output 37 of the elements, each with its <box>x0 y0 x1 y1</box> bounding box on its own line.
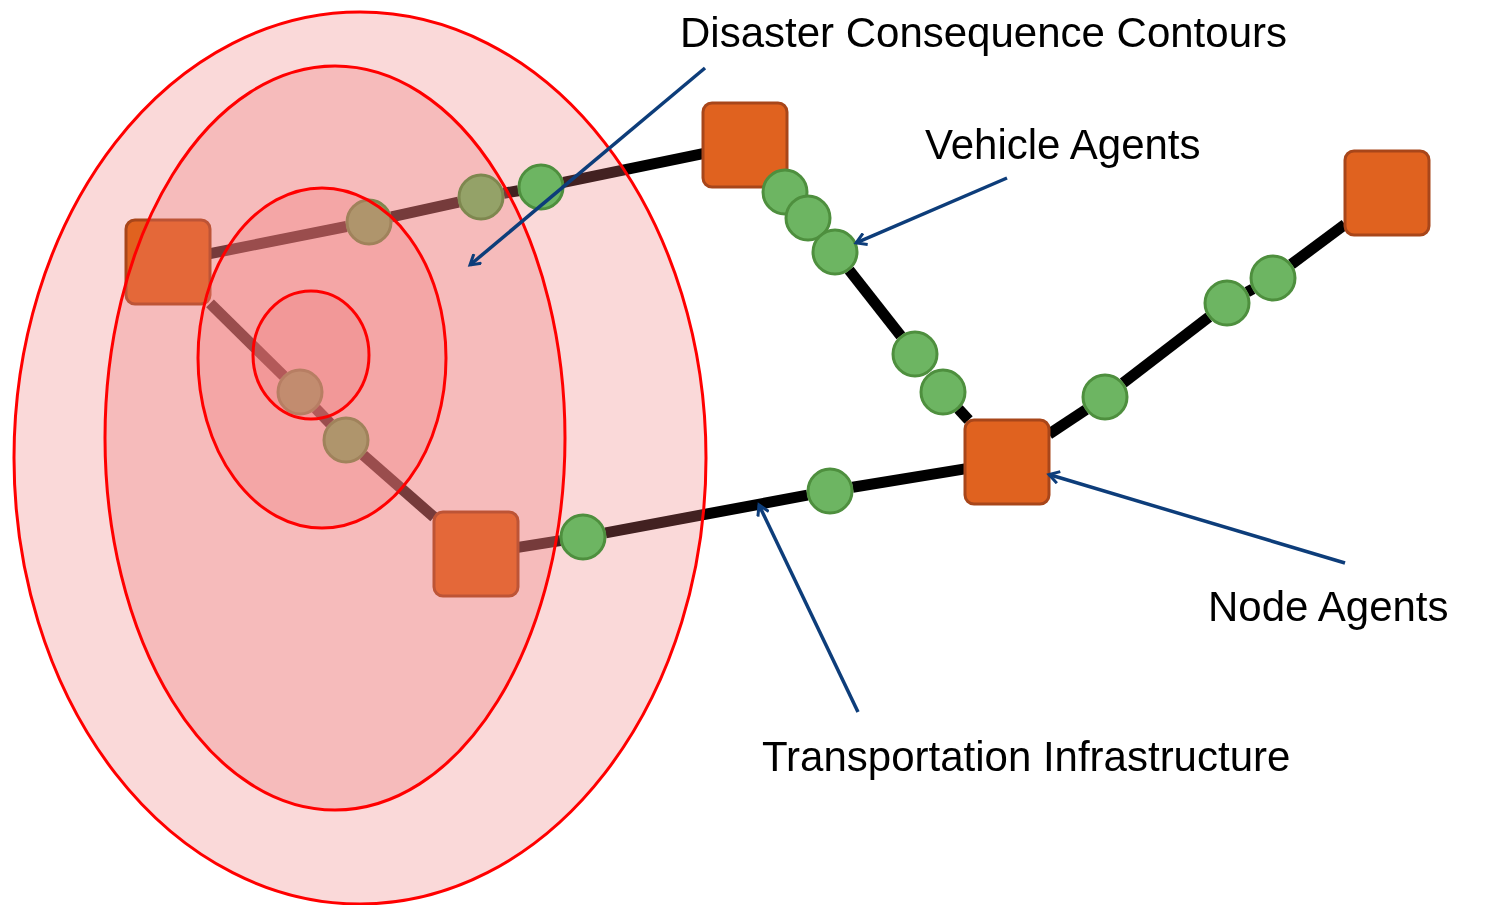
vehicle-dot <box>811 228 859 276</box>
vehicle-dot <box>806 467 854 515</box>
vehicle-dot <box>1249 254 1297 302</box>
node-square <box>432 510 520 598</box>
node-square <box>701 101 789 189</box>
leader-line <box>1047 470 1346 565</box>
vehicle-dot <box>559 513 607 561</box>
leader-line <box>854 176 1008 246</box>
vehicle-dot <box>891 330 939 378</box>
callout-label: Node Agents <box>1208 582 1449 632</box>
road-line <box>1119 312 1213 388</box>
road-line <box>844 266 906 340</box>
vehicle-dot <box>322 416 370 464</box>
road-line <box>851 463 966 493</box>
callout-label: Transportation Infrastructure <box>762 732 1291 782</box>
road-line <box>1244 284 1256 297</box>
road-line <box>604 489 809 539</box>
callout-label: Disaster Consequence Contours <box>680 8 1287 58</box>
vehicle-dot <box>784 194 832 242</box>
vehicle-dot <box>1081 373 1129 421</box>
vehicle-dot <box>345 198 393 246</box>
callout-label: Vehicle Agents <box>925 120 1201 170</box>
vehicle-dot <box>517 163 565 211</box>
vehicle-dot <box>457 173 505 221</box>
vehicle-dot <box>276 368 324 416</box>
node-square <box>124 218 212 306</box>
node-square <box>1343 149 1431 237</box>
vehicle-dot <box>919 368 967 416</box>
road-line <box>311 404 335 428</box>
leader-line <box>756 503 860 713</box>
road-line <box>206 299 288 380</box>
road-line <box>502 185 520 199</box>
node-square <box>963 418 1051 506</box>
leader-line <box>468 66 707 267</box>
vehicle-dot <box>1203 279 1251 327</box>
road-line <box>954 405 973 424</box>
road-line <box>390 196 460 223</box>
